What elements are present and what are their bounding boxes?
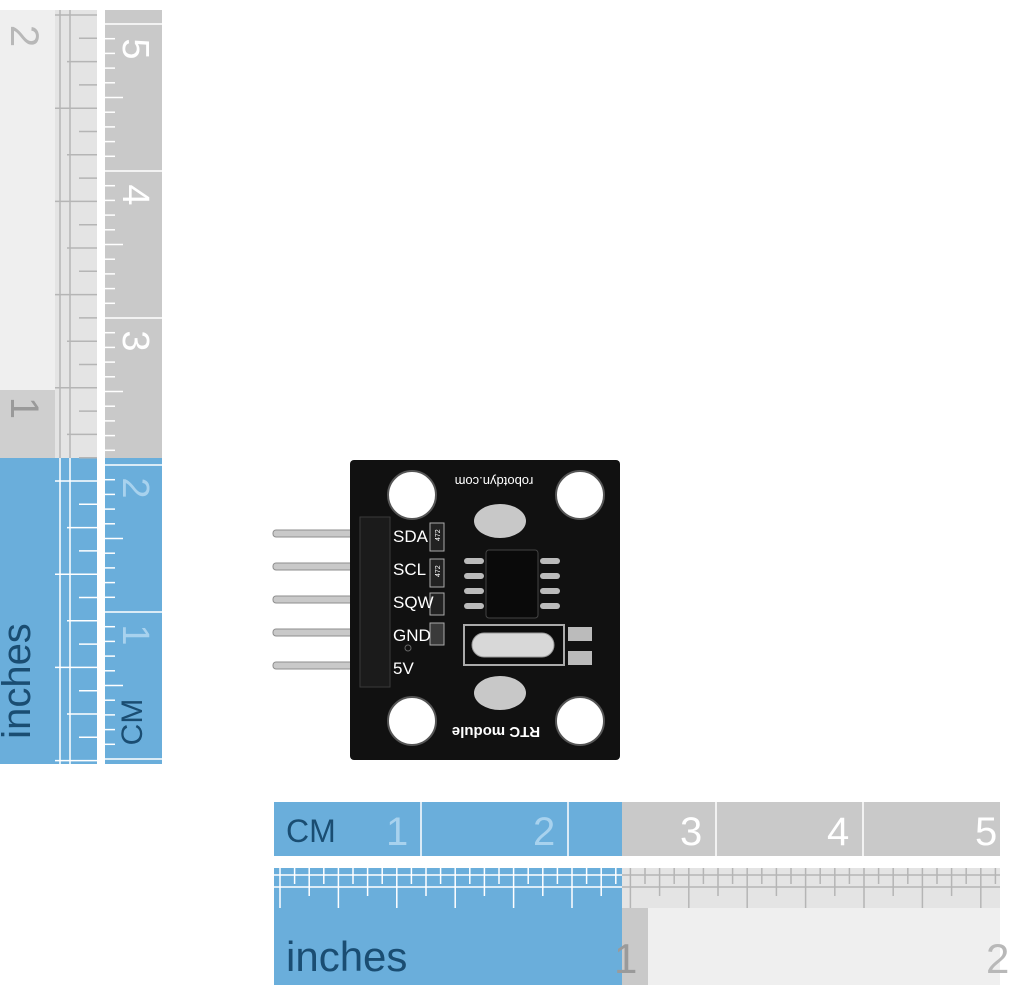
vertical-inches-ruler: [0, 10, 97, 764]
battery-pad-bottom: [474, 676, 526, 710]
vertical-inches-unit-label: inches: [0, 623, 39, 739]
horizontal-inches-tick-2: 2: [986, 935, 1009, 982]
vertical-cm-tick-5: 5: [114, 38, 156, 60]
pin-label-5v: 5V: [393, 659, 414, 678]
horizontal-cm-tick-3: 3: [680, 810, 703, 854]
rtc-module-board: SDA SCL SQW GND 5V 472 472 robotdyn.com …: [272, 460, 620, 760]
pin-header-housing: [359, 516, 391, 688]
resistor-code-1: 472: [435, 529, 442, 541]
resistors: [429, 522, 445, 646]
vertical-cm-tick-1: 1: [114, 624, 156, 646]
horizontal-cm-tick-4: 4: [827, 810, 850, 854]
pin-label-gnd: GND: [393, 626, 431, 645]
mounting-holes: [387, 470, 605, 746]
vertical-cm-tick-2: 2: [114, 477, 156, 499]
silkscreen-rtc-module: RTC module: [452, 723, 540, 740]
vertical-cm-tick-3: 3: [114, 330, 156, 352]
horizontal-cm-unit-label: CM: [286, 813, 336, 849]
pin-label-sda: SDA: [393, 527, 429, 546]
horizontal-cm-tick-1: 1: [386, 810, 409, 854]
horizontal-cm-tick-2: 2: [533, 810, 556, 854]
vertical-inches-tick-1: 1: [2, 396, 46, 420]
pin-label-scl: SCL: [393, 560, 426, 579]
horizontal-cm-ruler: [274, 802, 1000, 856]
rtc-chip: [485, 549, 539, 619]
pcb: [350, 460, 620, 760]
vertical-cm-ruler: [105, 10, 162, 764]
pin-label-sqw: SQW: [393, 593, 434, 612]
horizontal-inches-unit-label: inches: [286, 933, 408, 980]
horizontal-inches-tick-1: 1: [614, 935, 638, 982]
crystal: [471, 632, 555, 658]
battery-pad-top: [474, 504, 526, 538]
vertical-cm-unit-label: CM: [116, 698, 149, 746]
vertical-ruler-group: [0, 10, 162, 764]
horizontal-ruler-group: [274, 802, 1000, 985]
vertical-inches-tick-2: 2: [2, 24, 46, 48]
horizontal-cm-tick-5: 5: [975, 810, 998, 854]
silkscreen-website: robotdyn.com: [455, 474, 534, 489]
vertical-cm-tick-4: 4: [114, 184, 156, 206]
resistor-code-2: 472: [435, 565, 442, 577]
horizontal-inches-ruler: [274, 868, 1000, 985]
